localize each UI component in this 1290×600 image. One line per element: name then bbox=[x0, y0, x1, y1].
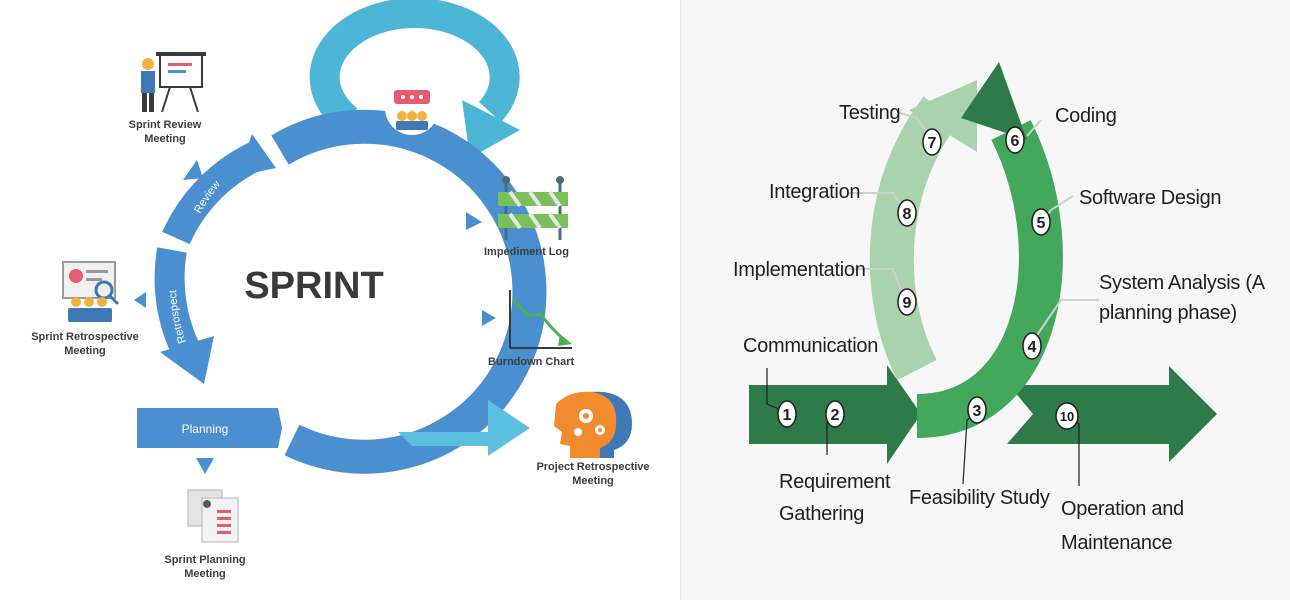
step-9-label: Implementation bbox=[733, 259, 866, 281]
project-arrow bbox=[398, 400, 530, 456]
output-arrow bbox=[1007, 366, 1217, 462]
sprint-planning-meeting-label: Sprint Planning Meeting bbox=[164, 554, 246, 580]
planning-block bbox=[137, 408, 282, 448]
step-4-label: System Analysis (A planning phase) bbox=[1099, 272, 1264, 324]
retrospective-board-icon bbox=[62, 261, 120, 322]
step-1-label: Communication bbox=[743, 335, 879, 357]
implementation-arc bbox=[271, 109, 547, 474]
sprint-title: SPRINT bbox=[244, 265, 383, 307]
svg-text:5: 5 bbox=[1037, 215, 1046, 232]
burndown-chart-label: Burndown Chart bbox=[488, 356, 575, 368]
sprint-retrospective-meeting-label: Sprint Retrospective Meeting bbox=[31, 331, 139, 357]
svg-text:4: 4 bbox=[1028, 339, 1037, 356]
step-2-marker: 2 bbox=[825, 400, 845, 428]
svg-text:3: 3 bbox=[973, 403, 982, 420]
step-10-label: Operation and Maintenance bbox=[1061, 498, 1184, 554]
implementation-label: Implementation bbox=[418, 176, 468, 247]
step-6-label: Coding bbox=[1055, 105, 1117, 127]
green-loop-arc bbox=[915, 120, 1063, 438]
svg-text:1: 1 bbox=[783, 407, 792, 424]
step-6-marker: 6 bbox=[1005, 126, 1025, 154]
project-retrospective-meeting-label: Project Retrospective Meeting bbox=[536, 461, 650, 487]
light-return-arc bbox=[869, 96, 959, 381]
svg-text:Implementation: Implementation bbox=[418, 176, 468, 247]
step-8-marker: 8 bbox=[897, 199, 917, 227]
sprint-cycle-graphic: Daily Scrum Review Retrospect Implementa… bbox=[62, 0, 632, 543]
svg-text:2: 2 bbox=[831, 407, 840, 424]
retrospect-arc bbox=[154, 247, 202, 361]
step-7-label: Testing bbox=[839, 102, 901, 124]
presentation-board-icon bbox=[141, 52, 206, 113]
step-10-marker: 10 bbox=[1055, 402, 1079, 430]
daily-scrum-arrowhead bbox=[462, 100, 520, 158]
gears-head-icon bbox=[554, 391, 632, 458]
step-5-label: Software Design bbox=[1079, 187, 1222, 209]
step-9-marker: 9 bbox=[897, 288, 917, 316]
step-8-label: Integration bbox=[769, 181, 861, 203]
step-1-marker: 1 bbox=[777, 400, 797, 428]
sdlc-diagram: 1 2 3 4 5 6 7 8 9 10 Communication Requi… bbox=[680, 0, 1290, 600]
step-5-marker: 5 bbox=[1031, 208, 1051, 236]
sprint-diagram: Daily Scrum Review Retrospect Implementa… bbox=[31, 0, 650, 580]
planning-label: Planning bbox=[182, 422, 229, 436]
sprint-review-meeting-label: Sprint Review Meeting bbox=[128, 119, 202, 145]
daily-scrum-loop bbox=[309, 0, 520, 158]
step-4-marker: 4 bbox=[1022, 332, 1042, 360]
burndown-chart-icon bbox=[509, 290, 572, 349]
green-loop-arrowhead bbox=[961, 62, 1027, 140]
barricade-icon bbox=[498, 176, 568, 240]
svg-text:9: 9 bbox=[903, 295, 912, 312]
step-3-marker: 3 bbox=[967, 396, 987, 424]
svg-text:7: 7 bbox=[928, 135, 937, 152]
step-2-label: Requirement Gathering bbox=[779, 471, 891, 525]
step-7-marker: 7 bbox=[922, 128, 942, 156]
impediment-log-label: Impediment Log bbox=[484, 246, 569, 258]
svg-text:6: 6 bbox=[1011, 133, 1020, 150]
svg-text:8: 8 bbox=[903, 206, 912, 223]
sdlc-cycle-graphic: 1 2 3 4 5 6 7 8 9 10 bbox=[749, 62, 1217, 486]
step-3-label: Feasibility Study bbox=[909, 487, 1050, 509]
daily-scrum-icon bbox=[385, 81, 439, 135]
svg-text:10: 10 bbox=[1060, 409, 1074, 424]
documents-icon bbox=[187, 489, 239, 543]
